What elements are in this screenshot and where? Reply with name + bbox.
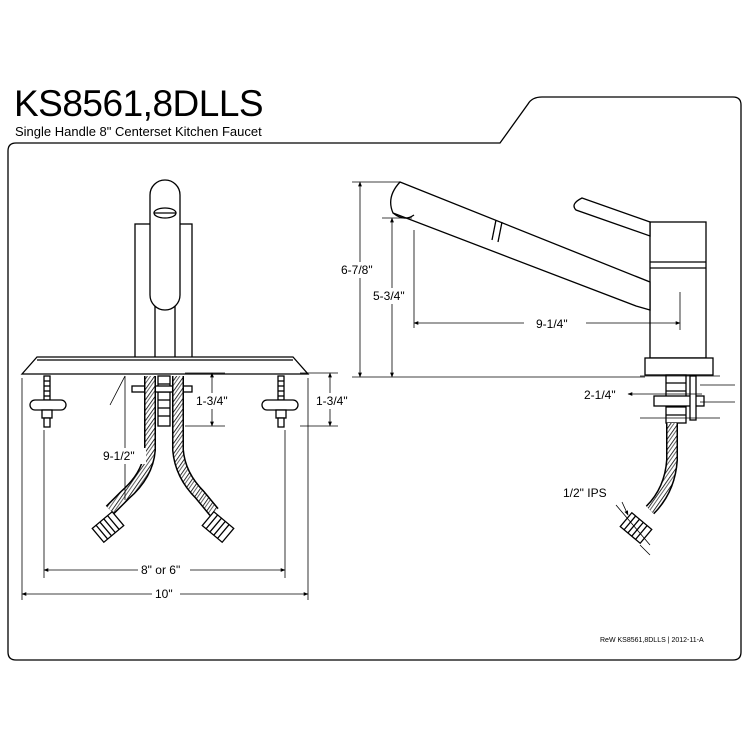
handle-lever xyxy=(149,179,181,311)
side-view xyxy=(390,181,714,424)
drawing-frame xyxy=(7,96,742,661)
right-hose-nut xyxy=(201,510,235,544)
center-shank xyxy=(131,375,193,427)
front-view xyxy=(20,179,310,544)
dim-shank-left: 1-3/4" xyxy=(196,394,228,408)
dim-overall-width: 10" xyxy=(155,587,173,601)
dim-overall-height: 6-7/8" xyxy=(341,263,373,277)
product-subtitle: Single Handle 8" Centerset Kitchen Fauce… xyxy=(15,124,262,139)
right-tailpiece xyxy=(261,375,299,428)
dim-hose-length: 9-1/2" xyxy=(103,449,135,463)
dim-side-shank: 2-1/4" xyxy=(584,388,616,402)
model-title: KS8561,8DLLS xyxy=(14,83,264,124)
dim-centers: 8" or 6" xyxy=(141,563,180,577)
dim-connection: 1/2" IPS xyxy=(563,486,607,500)
faucet-body xyxy=(649,221,707,359)
faucet-base xyxy=(644,357,714,376)
left-tailpiece xyxy=(29,375,67,428)
side-handle xyxy=(573,197,651,237)
revision-footer: ReW KS8561,8DLLS | 2012-11-A xyxy=(600,637,704,644)
dim-shank-right: 1-3/4" xyxy=(316,394,348,408)
side-spout xyxy=(390,181,651,311)
dim-spout-reach: 9-1/4" xyxy=(536,317,568,331)
left-hose-nut xyxy=(91,510,125,544)
dim-spout-height: 5-3/4" xyxy=(373,289,405,303)
